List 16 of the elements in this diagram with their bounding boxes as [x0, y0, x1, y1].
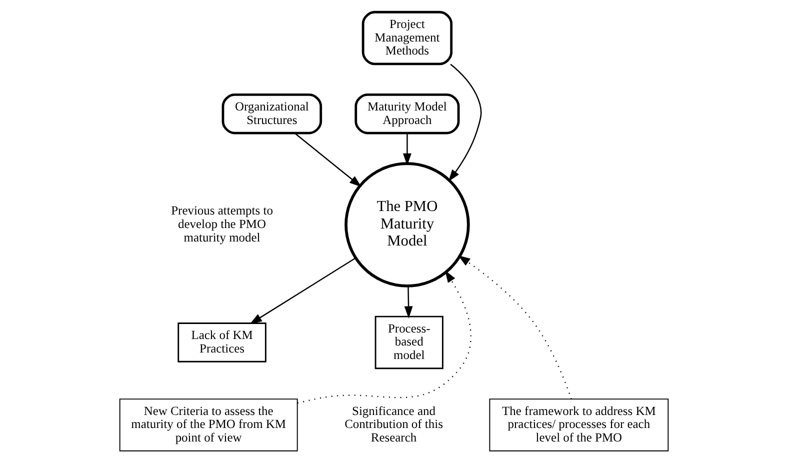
node-box: Project Management Methods — [362, 10, 453, 66]
label: Previous attempts to develop the PMO maturity model — [171, 204, 273, 244]
arrow — [448, 64, 482, 182]
node-box: New Criteria to assess the maturity of the PMO from KM point of view — [119, 398, 298, 452]
arrow — [294, 132, 362, 187]
arrow — [458, 255, 572, 400]
arrow — [404, 286, 413, 318]
node-box: The framework to address KM practices/ processes for each level of the PMO — [489, 398, 669, 452]
arrow — [402, 133, 412, 166]
node-box: Process-based model — [374, 316, 444, 370]
node-box: Organizational Structures — [222, 93, 322, 134]
node-box: Maturity Model Approach — [354, 93, 460, 134]
node-box: Lack of KM Practices — [178, 322, 266, 362]
label: Significance and Contribution of this Research — [344, 404, 443, 445]
arrow — [250, 257, 356, 324]
arrow — [297, 270, 472, 404]
